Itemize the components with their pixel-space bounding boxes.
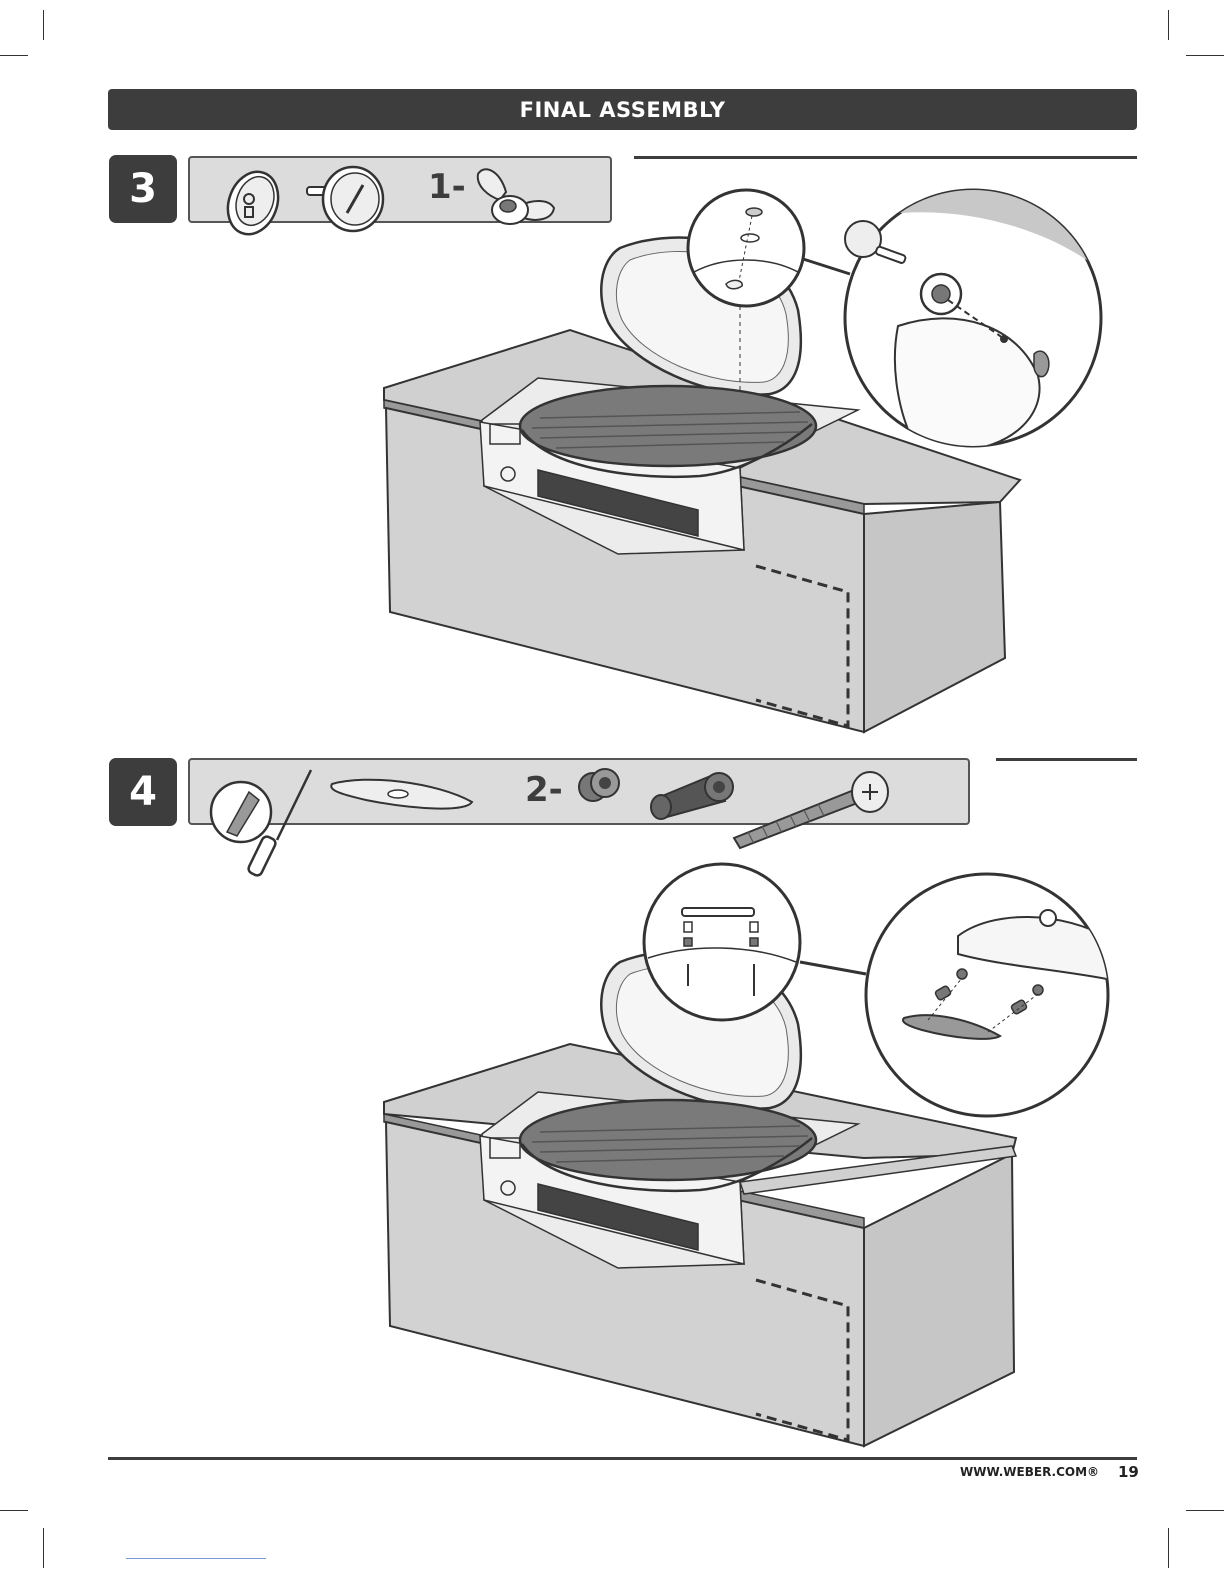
spacer-icon: [575, 765, 627, 805]
step-4-rule: [996, 758, 1137, 761]
section-header: FINAL ASSEMBLY: [108, 89, 1137, 130]
crop-mark: [0, 55, 28, 56]
footer-website: WWW.WEBER.COM®: [960, 1465, 1099, 1479]
crop-mark: [1186, 55, 1224, 56]
crop-mark: [1168, 1528, 1169, 1568]
step-3-badge: 3: [109, 155, 177, 223]
bolt-icon: [728, 768, 892, 850]
step-number: 4: [129, 769, 157, 815]
crop-mark: [43, 1528, 44, 1568]
spacer-icon: [645, 765, 739, 821]
detail-callout-icon: [640, 860, 804, 1024]
step-4-badge: 4: [109, 758, 177, 826]
crop-mark: [43, 10, 44, 40]
underline-artifact: [126, 1558, 266, 1559]
crop-mark: [1186, 1510, 1224, 1511]
crop-mark: [1168, 10, 1169, 40]
detail-callout-icon: [684, 186, 808, 310]
step-3-rule: [634, 156, 1137, 159]
section-title: FINAL ASSEMBLY: [520, 98, 726, 122]
step-4-quantity: 2-: [525, 770, 563, 810]
screwdriver-icon: [205, 766, 315, 882]
detail-callout-icon: [862, 870, 1112, 1120]
page-number: 19: [1118, 1463, 1139, 1481]
damper-icon: [215, 163, 295, 243]
crop-mark: [0, 1510, 28, 1511]
step-number: 3: [129, 166, 157, 212]
detail-callout-icon: [838, 186, 1108, 450]
handle-icon: [326, 770, 478, 816]
footer-rule: [108, 1457, 1137, 1460]
